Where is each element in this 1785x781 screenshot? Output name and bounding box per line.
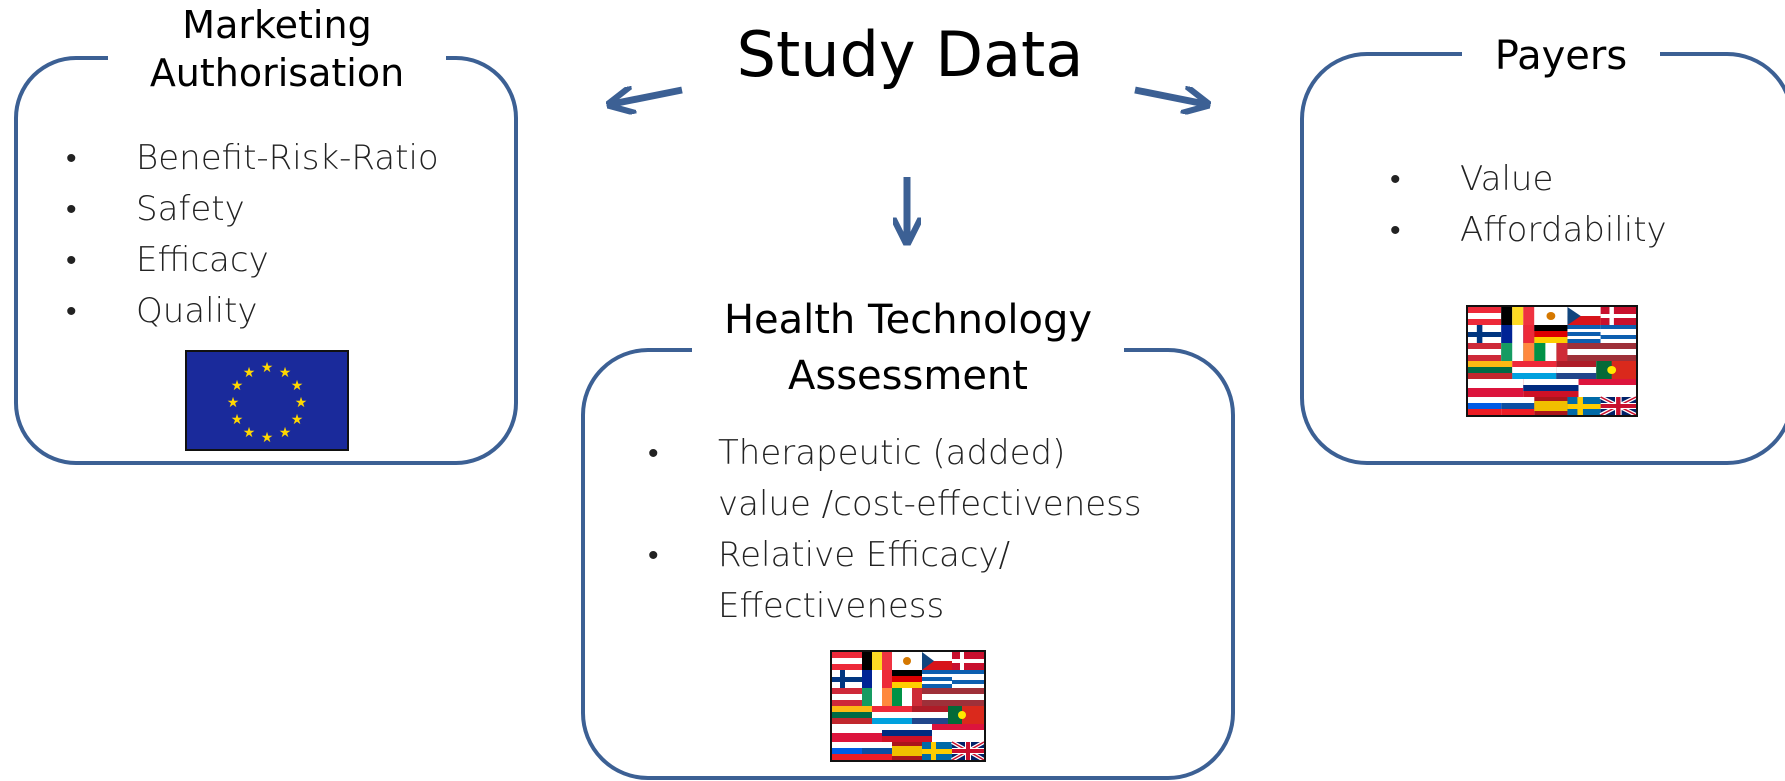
bullet-item: Relative Efficacy/ Effectiveness: [648, 530, 1142, 632]
hta-title-line2: Assessment: [788, 353, 1028, 399]
svg-text:★: ★: [279, 425, 292, 441]
bullet-item: Therapeutic (added) value /cost-effectiv…: [648, 428, 1142, 530]
bullet-line: Relative Efficacy/: [718, 535, 1011, 575]
svg-text:★: ★: [231, 412, 244, 428]
hta-bullets: Therapeutic (added) value /cost-effectiv…: [648, 428, 1142, 632]
bullet-line: Effectiveness: [718, 586, 945, 626]
marketing-title-line1: Marketing: [182, 3, 372, 47]
svg-text:★: ★: [291, 378, 304, 394]
svg-text:★: ★: [231, 378, 244, 394]
eu-flag-icon: ★★★ ★★★ ★★★ ★★★: [185, 350, 349, 451]
european-flags-collage-icon: [1466, 305, 1638, 417]
arrow-right: [1134, 90, 1205, 104]
svg-text:★: ★: [295, 395, 308, 411]
svg-text:★: ★: [243, 425, 256, 441]
bullet-line: Therapeutic (added): [718, 433, 1066, 473]
svg-text:★: ★: [261, 360, 274, 376]
marketing-title: Marketing Authorisation: [108, 2, 446, 97]
arrow-left: [612, 90, 683, 104]
flags-collage-graphic: [1468, 307, 1636, 415]
payers-bullets: Value Affordability: [1390, 154, 1667, 256]
study-data-title: Study Data: [700, 18, 1120, 93]
flags-collage-graphic: [832, 652, 984, 760]
bullet-line: value /cost-effectiveness: [718, 484, 1142, 524]
bullet-item: Affordability: [1390, 205, 1667, 256]
svg-text:★: ★: [243, 365, 256, 381]
bullet-item: Benefit-Risk-Ratio: [66, 133, 439, 184]
svg-text:★: ★: [261, 430, 274, 446]
hta-title: Health Technology Assessment: [692, 292, 1124, 404]
svg-text:★: ★: [227, 395, 240, 411]
marketing-bullets: Benefit-Risk-Ratio Safety Efficacy Quali…: [66, 133, 439, 337]
svg-text:★: ★: [291, 412, 304, 428]
bullet-item: Quality: [66, 286, 439, 337]
bullet-item: Safety: [66, 184, 439, 235]
bullet-item: Efficacy: [66, 235, 439, 286]
payers-title: Payers: [1462, 30, 1660, 82]
svg-text:★: ★: [279, 365, 292, 381]
marketing-title-line2: Authorisation: [149, 50, 405, 95]
bullet-item: Value: [1390, 154, 1667, 205]
hta-title-line1: Health Technology: [723, 297, 1093, 343]
european-flags-collage-icon: [830, 650, 986, 762]
eu-stars-icon: ★★★ ★★★ ★★★ ★★★: [227, 360, 308, 446]
